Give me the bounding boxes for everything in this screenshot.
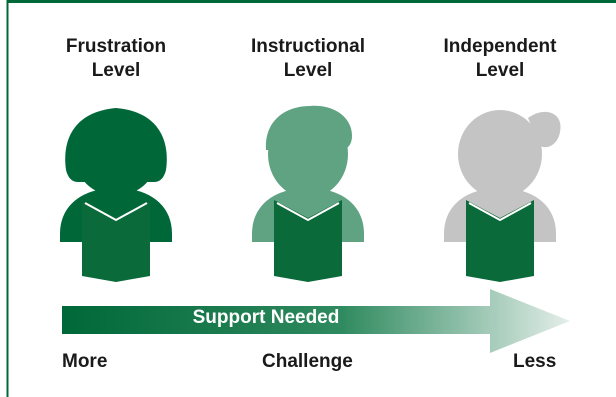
arrow-shape <box>62 289 570 353</box>
reader-face <box>268 110 348 198</box>
independent-level-line2: Level <box>475 60 525 81</box>
boy-reader-icon <box>252 105 364 282</box>
support-needed-label: Support Needed <box>192 307 340 328</box>
girl-reader-icon <box>60 108 172 282</box>
reader-ponytail <box>528 111 561 148</box>
independent-level-label: Independent Level <box>400 35 600 83</box>
scale-more-label: More <box>62 351 108 372</box>
scale-challenge-label: Challenge <box>262 351 353 372</box>
frustration-level-label: Frustration Level <box>16 35 216 83</box>
independent-level-line1: Independent <box>443 36 557 57</box>
reader-book <box>274 200 342 282</box>
book-spine <box>276 202 340 222</box>
scale-less-label: Less <box>513 351 557 372</box>
book-spine <box>468 202 532 222</box>
instructional-level-line1: Instructional <box>250 36 365 57</box>
reader-face <box>74 112 158 196</box>
reader-book <box>466 200 534 282</box>
gradient-arrow-icon <box>62 289 570 353</box>
frustration-level-line1: Frustration <box>65 36 167 57</box>
book-spine <box>84 202 148 222</box>
ponytail-girl-reader-icon <box>444 110 561 282</box>
reader-book <box>82 200 150 282</box>
reader-face <box>458 110 542 198</box>
instructional-level-label: Instructional Level <box>208 35 408 83</box>
instructional-level-line2: Level <box>283 60 333 81</box>
frustration-level-line2: Level <box>91 60 141 81</box>
